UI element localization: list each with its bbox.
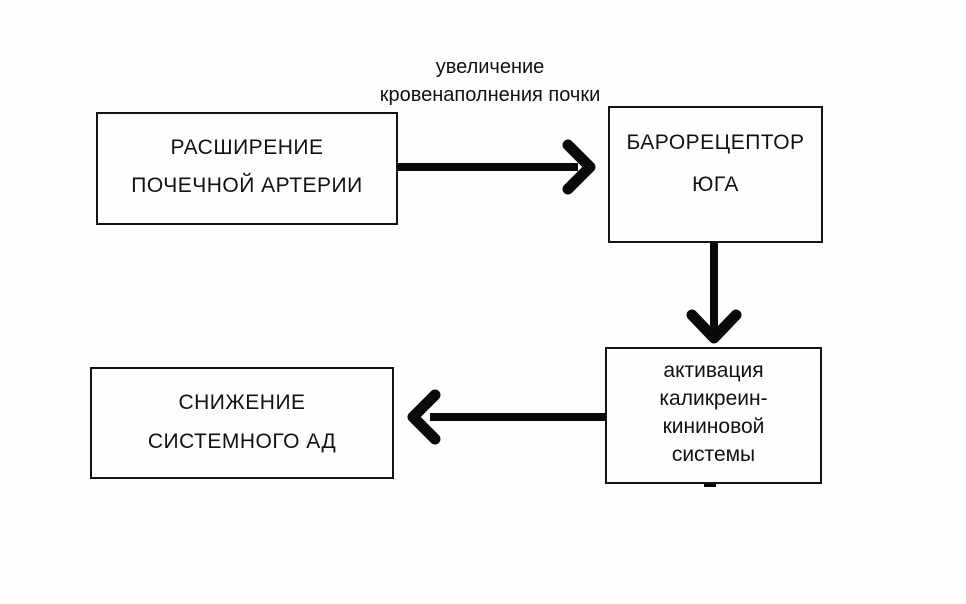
arrow-annotation: увеличение кровенаполнения почки — [375, 53, 605, 109]
flow-box-kallikrein-kinin-activation: активация каликреин- кининовой системы — [605, 347, 822, 484]
flow-box-label-line: активация — [663, 359, 764, 382]
arrow-right-icon — [398, 139, 596, 195]
arrow-left-icon — [407, 389, 608, 445]
flow-box-label-line: РАСШИРЕНИЕ — [170, 136, 324, 159]
flow-box-baroreceptor-juxtaglomerular: БАРОРЕЦЕПТОР ЮГА — [608, 106, 823, 243]
flow-box-systemic-bp-decrease: СНИЖЕНИЕ СИСТЕМНОГО АД — [90, 367, 394, 479]
arrow-annotation-line: кровенаполнения — [379, 84, 543, 106]
flow-box-label-line: системы — [671, 443, 756, 466]
flow-box-label-line: кининовой — [662, 415, 765, 438]
flow-box-label-line: ПОЧЕЧНОЙ АРТЕРИИ — [131, 174, 363, 197]
arrow-down-icon — [686, 241, 742, 344]
arrow-annotation-line: увеличение — [435, 56, 545, 78]
flow-box-label-line: СНИЖЕНИЕ — [178, 391, 306, 414]
flow-box-label-line: ЮГА — [692, 173, 739, 196]
flow-box-renal-artery-dilation: РАСШИРЕНИЕ ПОЧЕЧНОЙ АРТЕРИИ — [96, 112, 398, 225]
arrow-annotation-line: почки — [548, 84, 601, 106]
flow-box-label-line: СИСТЕМНОГО АД — [147, 430, 337, 453]
flow-box-label-line: БАРОРЕЦЕПТОР — [626, 131, 805, 154]
flow-box-label-line: каликреин- — [659, 387, 768, 410]
